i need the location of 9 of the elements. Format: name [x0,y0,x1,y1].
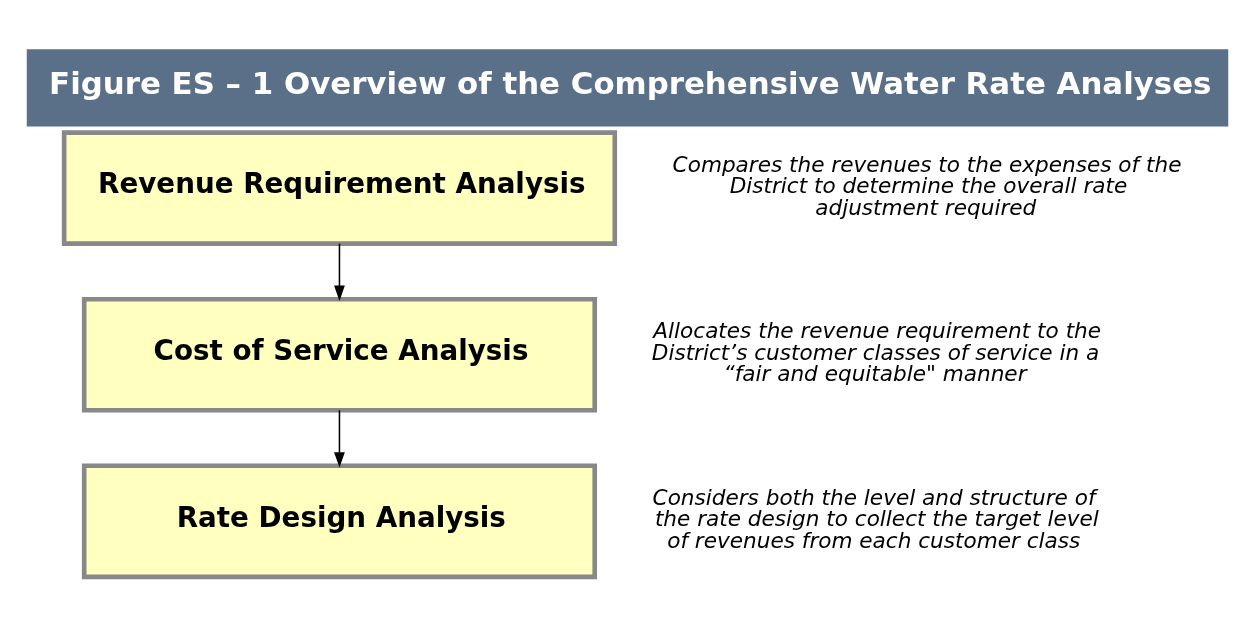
diagram-title: Figure ES – 1 Overview of the Comprehensive Water Rate Analyses [49,65,1212,102]
node-label: Considers both the level and structure of the rate design to collect the target level of revenues from each customer class [652,484,1099,553]
node-box: Cost of Service Analysis [81,296,598,413]
node-box: Rate Design Analysis [81,463,598,580]
node-box: Revenue Requirement Analysis [61,130,618,246]
node-label: Compares the revenues to the expenses of the District to determine the overall rate adjustment required [672,151,1182,220]
arrow [334,409,345,468]
arrow [334,242,345,301]
node-label: Allocates the revenue requirement to the District’s customer classes of service in a “fair and equitable" manner [651,318,1102,387]
